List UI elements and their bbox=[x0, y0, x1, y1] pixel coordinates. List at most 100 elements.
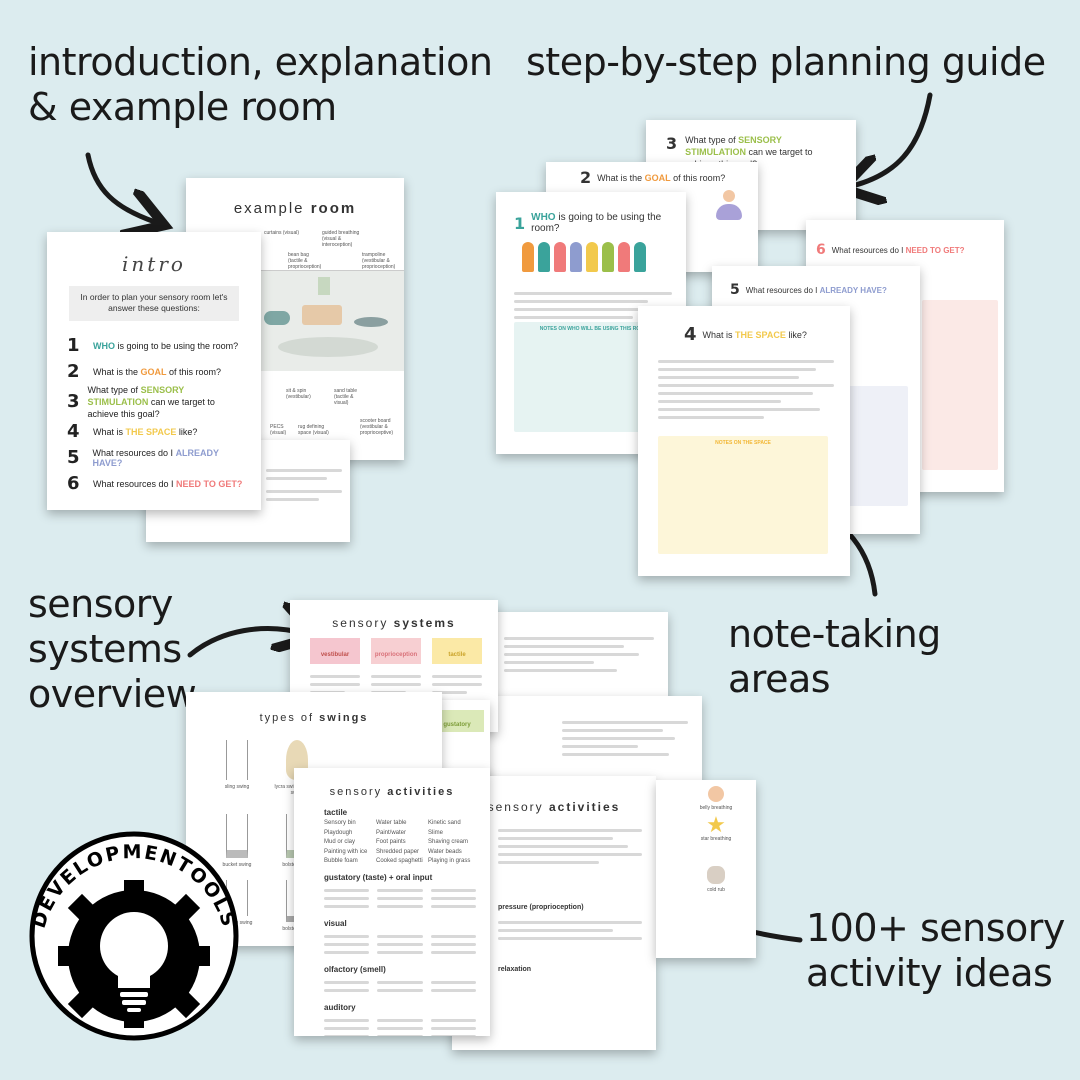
guide-q4-num: 4 bbox=[684, 324, 697, 345]
intro-q2-num: 2 bbox=[67, 361, 80, 383]
intro-q6-pre: What resources do I bbox=[93, 478, 177, 489]
caption-systems-line3: overview bbox=[28, 671, 197, 716]
guide-q5-heading: 5 What resources do I ALREADY HAVE? bbox=[712, 266, 920, 298]
tactile-columns: Sensory bin Playdough Mud or clay Painti… bbox=[294, 817, 490, 867]
guide-q2-text: What is the GOAL of this room? bbox=[597, 173, 725, 183]
tile-gustatory: gustatory bbox=[430, 710, 484, 732]
intro-q3-post: can we target to achieve this goal? bbox=[87, 396, 215, 420]
guide-q2-hl: GOAL bbox=[644, 172, 671, 183]
room-label-pecs: PECS (visual) bbox=[270, 424, 287, 436]
bean-bag-shape bbox=[264, 311, 290, 325]
room-label-breathing: guided breathing (visual & interoception… bbox=[322, 230, 360, 248]
guide-q5-note-area bbox=[842, 386, 908, 506]
tactile-item-14: Water beads bbox=[428, 848, 462, 855]
guide-q5-pre: What resources do I bbox=[745, 285, 820, 295]
activities2-title-a: sensory bbox=[487, 800, 549, 814]
cold-rub-icon bbox=[707, 866, 725, 884]
meditating-figure-icon bbox=[714, 190, 744, 224]
intro-question-4: 4 What is THE SPACE like? bbox=[67, 419, 247, 445]
caption-activities: 100+ sensory activity ideas bbox=[806, 906, 1065, 996]
guide-q1-num: 1 bbox=[514, 213, 526, 233]
tile-tactile: tactile bbox=[432, 638, 482, 664]
example-room-title: example room bbox=[186, 200, 404, 217]
tactile-item-1: Sensory bin bbox=[324, 820, 356, 826]
arrow-systems-path bbox=[187, 629, 306, 658]
guide-q6-pre: What resources do I bbox=[831, 245, 906, 255]
guide-q2-pre: What is the bbox=[597, 172, 645, 183]
star-breathing-card: ★ star breathing bbox=[686, 812, 746, 843]
activities-section-tactile: tactile bbox=[324, 808, 348, 817]
belly-breathing-card: belly breathing bbox=[686, 786, 746, 811]
example-room-title-a: example bbox=[233, 200, 311, 217]
swings-title: types of swings bbox=[186, 712, 442, 724]
sling-swing-icon bbox=[226, 740, 248, 780]
tactile-item-3: Mud or clay bbox=[324, 839, 356, 846]
activities-title-a: sensory bbox=[329, 786, 388, 798]
intro-q4-post: like? bbox=[176, 426, 198, 437]
activities2-lines bbox=[452, 814, 656, 864]
guide-q1-text-lines bbox=[496, 277, 686, 319]
guide-q1-hl: WHO bbox=[531, 212, 556, 223]
star-icon: ★ bbox=[706, 812, 726, 837]
guide-q1-text: WHO is going to be using the room? bbox=[531, 212, 680, 234]
caption-intro: introduction, explanation & example room bbox=[28, 40, 493, 130]
sand-table-shape bbox=[302, 305, 342, 325]
guide-q3-num: 3 bbox=[666, 134, 678, 153]
guide-q4-note-area: NOTES ON THE SPACE bbox=[658, 436, 828, 554]
caption-activities-line1: 100+ sensory bbox=[806, 906, 1065, 950]
guide-q3-hl: SENSORY STIMULATION bbox=[685, 135, 782, 158]
breathing-poster-shape bbox=[318, 277, 330, 295]
swings-title-b: swings bbox=[319, 712, 369, 724]
guide-q1-note-label: NOTES ON WHO WILL BE USING THIS ROOM bbox=[539, 326, 649, 332]
intro-q6-hl: NEED TO GET? bbox=[176, 478, 243, 489]
brand-logo-svg: DEVELOPMENTOOLS bbox=[28, 831, 239, 1041]
guide-q1-heading: 1 WHO is going to be using the room? bbox=[496, 192, 686, 234]
intro-q3-num: 3 bbox=[67, 391, 80, 413]
guide-q4-hl: THE SPACE bbox=[735, 329, 786, 340]
room-illustration bbox=[258, 270, 404, 371]
lightbulb-icon bbox=[100, 912, 168, 1012]
guide-q4-pre: What is bbox=[702, 329, 736, 340]
intro-q3-pre: What type of bbox=[87, 384, 141, 395]
example-room-title-b: room bbox=[310, 200, 357, 217]
activities-section-gustatory: gustatory (taste) + oral input bbox=[324, 872, 433, 882]
intro-q4-pre: What is bbox=[93, 426, 126, 437]
intro-q1-post: is going to be using the room? bbox=[115, 340, 239, 351]
intro-q6-text: What resources do I NEED TO GET? bbox=[93, 479, 242, 489]
guide-q6-note-area bbox=[922, 300, 998, 470]
swing-item-3: bucket swing bbox=[212, 814, 262, 868]
swings-title-a: types of bbox=[259, 712, 320, 724]
activities-section-olfactory: olfactory (smell) bbox=[324, 964, 386, 974]
intro-page: intro In order to plan your sensory room… bbox=[47, 232, 261, 510]
intro-q6-num: 6 bbox=[67, 473, 80, 495]
guide-q2-heading: 2 What is the GOAL of this room? bbox=[546, 162, 758, 187]
tile-vestibular: vestibular bbox=[310, 638, 360, 664]
activities-title: sensory activities bbox=[294, 786, 490, 798]
guide-q4-text-lines bbox=[638, 345, 850, 419]
caption-intro-line2: & example room bbox=[28, 84, 337, 129]
bucket-swing-icon bbox=[226, 814, 248, 858]
swing-label-3: bucket swing bbox=[222, 862, 252, 868]
intro-question-1: 1 WHO is going to be using the room? bbox=[67, 333, 247, 359]
intro-question-3: 3 What type of SENSORY STIMULATION can w… bbox=[67, 385, 247, 419]
guide-q5-text: What resources do I ALREADY HAVE? bbox=[746, 286, 887, 295]
guide-q1-post: is going to be using the room? bbox=[531, 212, 662, 234]
guide-q6-heading: 6 What resources do I NEED TO GET? bbox=[806, 220, 1004, 258]
tactile-item-13: Shaving cream bbox=[428, 839, 469, 846]
guide-page-q4: 4 What is THE SPACE like? NOTES ON THE S… bbox=[638, 306, 850, 576]
rug-shape bbox=[278, 337, 378, 357]
tactile-item-4: Painting with ice bbox=[324, 848, 368, 855]
guide-q4-text: What is THE SPACE like? bbox=[703, 330, 807, 340]
caption-guide: step-by-step planning guide bbox=[526, 40, 1046, 84]
cold-rub-card: cold rub bbox=[686, 866, 746, 893]
people-illustration bbox=[496, 234, 686, 277]
activities2-section-pressure: pressure (proprioception) bbox=[498, 904, 584, 911]
activities2-title: sensory activities bbox=[452, 800, 656, 814]
intro-q2-pre: What is the bbox=[93, 366, 141, 377]
caption-notes-line1: note-taking bbox=[728, 612, 941, 656]
arrow-intro-path bbox=[85, 152, 155, 222]
caption-intro-line1: introduction, explanation bbox=[28, 40, 493, 84]
guide-q4-post: like? bbox=[785, 329, 807, 340]
tactile-item-11: Kinetic sand bbox=[428, 820, 461, 826]
belly-breathing-label: belly breathing bbox=[699, 805, 733, 811]
